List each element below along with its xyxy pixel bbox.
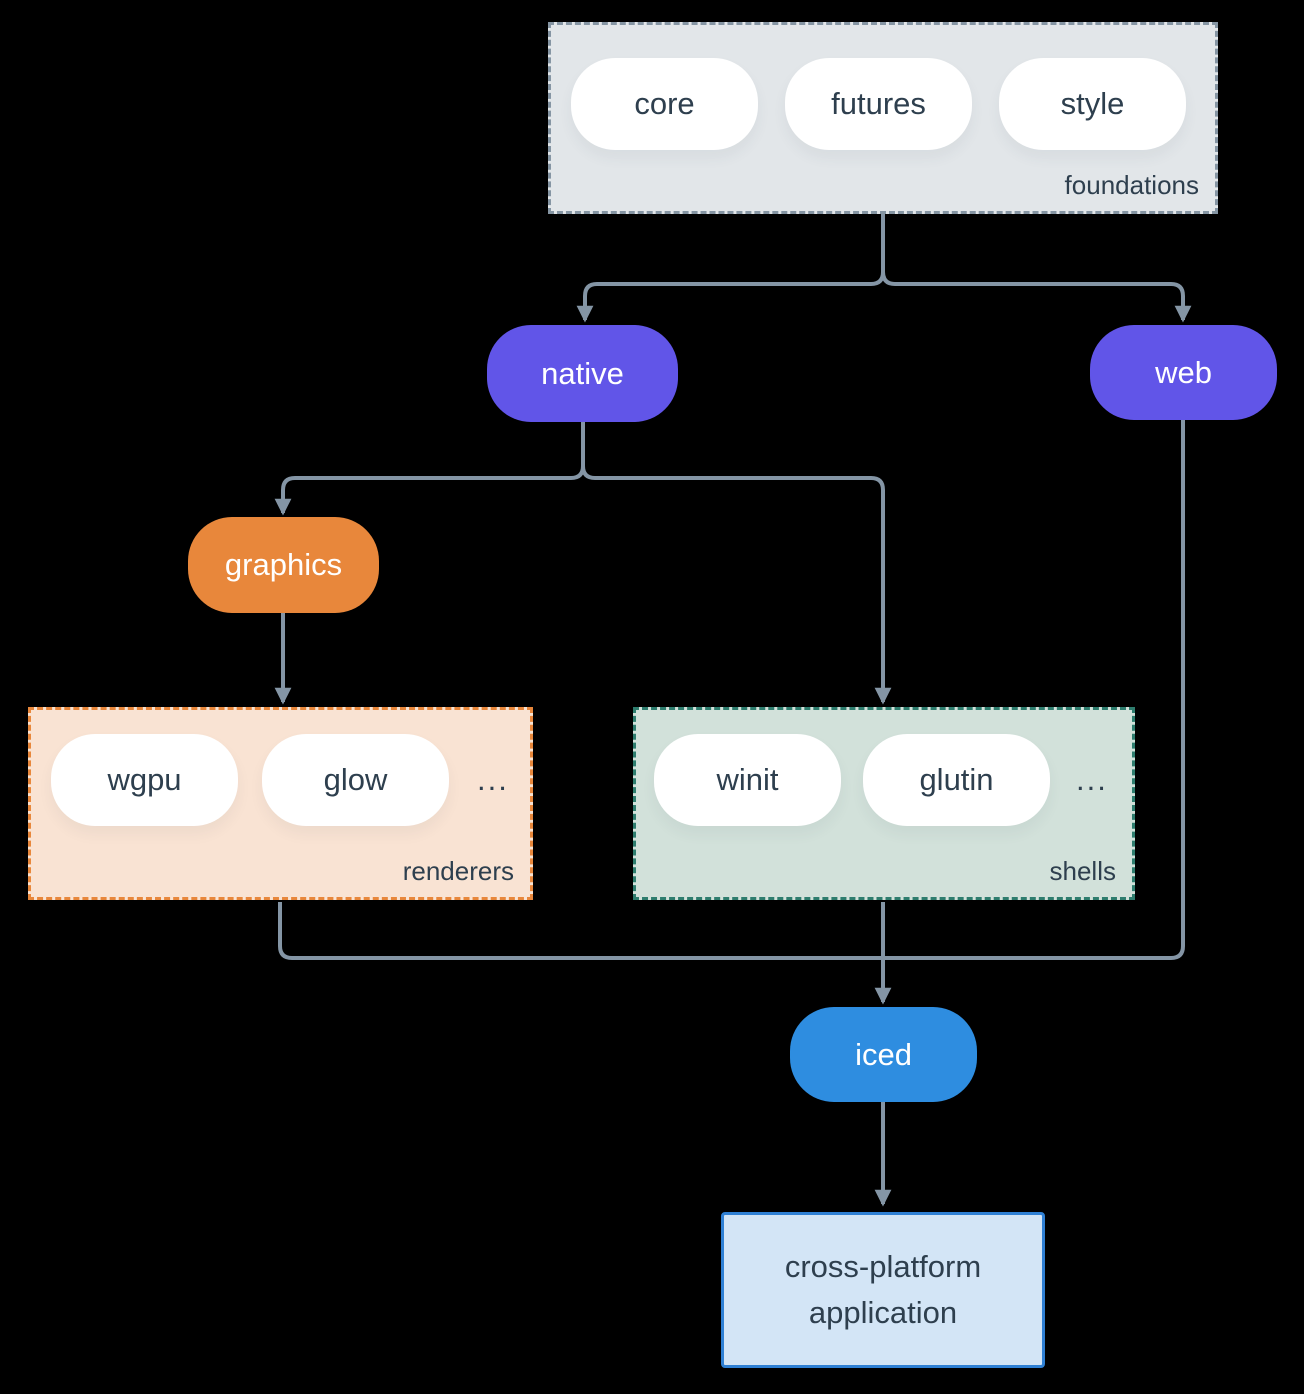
- group-shells: winit glutin ... shells: [633, 707, 1135, 900]
- pill-glow-label: glow: [323, 762, 388, 797]
- node-graphics: graphics: [188, 517, 379, 613]
- group-foundations: core futures style foundations: [548, 22, 1218, 214]
- pill-wgpu: wgpu: [51, 734, 238, 826]
- node-iced-label: iced: [855, 1036, 912, 1072]
- node-native: native: [487, 325, 678, 422]
- pill-core: core: [571, 58, 758, 150]
- pill-core-label: core: [634, 86, 695, 121]
- node-iced: iced: [790, 1007, 977, 1102]
- foundations-pill-row: core futures style: [551, 25, 1215, 150]
- pill-winit: winit: [654, 734, 841, 826]
- pill-winit-label: winit: [716, 762, 779, 797]
- renderers-group-label: renderers: [402, 856, 514, 886]
- shells-pill-row: winit glutin ...: [636, 710, 1132, 826]
- node-web-label: web: [1155, 354, 1212, 390]
- pill-futures-label: futures: [831, 86, 926, 121]
- cross-platform-application-box: cross-platform application: [721, 1212, 1045, 1368]
- node-graphics-label: graphics: [224, 547, 343, 582]
- pill-glow: glow: [262, 734, 449, 826]
- cross-platform-application-label: cross-platform application: [784, 1248, 982, 1331]
- shells-group-label: shells: [1049, 856, 1116, 886]
- renderers-pill-row: wgpu glow ...: [31, 710, 530, 826]
- pill-style-label: style: [1060, 86, 1125, 121]
- group-renderers: wgpu glow ... renderers: [28, 707, 533, 900]
- renderers-ellipsis: ...: [477, 762, 509, 797]
- node-web: web: [1090, 325, 1277, 420]
- node-native-label: native: [541, 355, 624, 391]
- pill-futures: futures: [785, 58, 972, 150]
- pill-style: style: [999, 58, 1186, 150]
- pill-glutin: glutin: [863, 734, 1050, 826]
- pill-wgpu-label: wgpu: [107, 762, 182, 797]
- foundations-group-label: foundations: [1064, 170, 1199, 200]
- shells-ellipsis: ...: [1076, 762, 1108, 797]
- pill-glutin-label: glutin: [919, 762, 994, 797]
